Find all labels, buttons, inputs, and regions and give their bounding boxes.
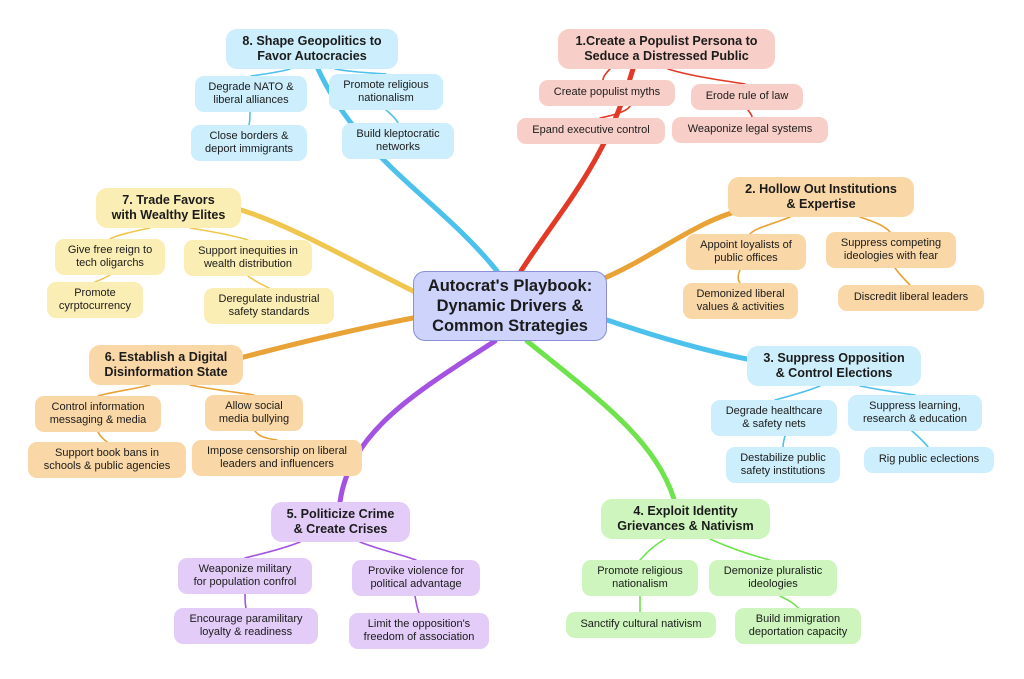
connector-branch-2-item-1 [749,216,791,235]
connector-branch-3-item-4 [911,430,929,448]
connector-branch-4-item-2 [709,538,771,561]
branch-8-item-3: Close borders &deport immigrants [191,125,307,161]
connector-branch-3 [604,317,755,363]
connector-branch-6-item-2 [189,384,255,396]
branch-1-item-4: Weaponize legal systems [672,117,828,143]
connector-branch-6-item-3 [97,431,108,443]
connector-branch-5 [337,338,498,505]
connector-branch-2-item-3 [737,269,741,284]
connector-branch-7-item-2 [189,227,249,241]
connector-branch-3-item-1 [774,385,821,401]
branch-1-item-2: Erode rule of law [691,84,803,110]
branch-2-item-4: Discredit liberal leaders [838,285,984,311]
connector-branch-1-item-2 [667,68,746,85]
connector-branch-5-item-4 [414,595,420,614]
branch-3-suppress-opposition: 3. Suppress Opposition& Control Election… [747,346,921,386]
connector-branch-5-item-3 [244,593,247,609]
branch-4-item-3: Sanctify cultural nativism [566,612,716,638]
branch-5-politicize-crime: 5. Politicize Crime& Create Crises [271,502,410,542]
connector-branch-4 [524,338,677,502]
connector-branch-8-item-2 [334,68,387,75]
branch-3-item-4: Rig public eclections [864,447,994,473]
connector-branch-6-item-4 [254,430,278,441]
connector-branch-3-item-2 [859,385,916,396]
connector-branch-7-item-3 [94,274,111,283]
branch-3-item-2: Suppress learning,research & education [848,395,982,431]
connector-branch-1-item-3 [599,105,631,119]
center-node: Autocrat's Playbook:Dynamic Drivers &Com… [413,271,607,341]
connector-branch-1-item-4 [747,109,753,118]
connector-branch-3-item-3 [782,435,786,448]
connector-branch-7-item-1 [109,227,151,240]
connector-branch-1-item-1 [602,68,611,81]
branch-8-item-1: Degrade NATO &liberal alliances [195,76,307,112]
connector-branch-2-item-2 [859,216,891,233]
connector-branch-8-item-3 [248,111,251,126]
connector-branch-7-item-4 [247,275,270,289]
connector-branch-7 [238,207,416,294]
branch-1-item-3: Epand executive control [517,118,665,144]
branch-1-item-1: Create populist myths [539,80,675,106]
connector-branch-6-item-1 [97,384,151,397]
connector-branch-5-item-2 [359,541,417,561]
connector-branch-4-item-1 [639,538,666,561]
connector-branch-4-item-4 [779,595,799,609]
branch-3-item-1: Degrade healthcare& safety nets [711,400,837,436]
branch-2-hollow-institutions: 2. Hollow Out Institutions& Expertise [728,177,914,217]
connector-branch-2-item-4 [894,267,911,286]
connector-branch-5-item-1 [244,541,301,559]
connector-branch-8-item-4 [385,109,399,124]
connector-branch-8-item-1 [250,68,291,77]
connector-branch-6 [237,315,416,361]
